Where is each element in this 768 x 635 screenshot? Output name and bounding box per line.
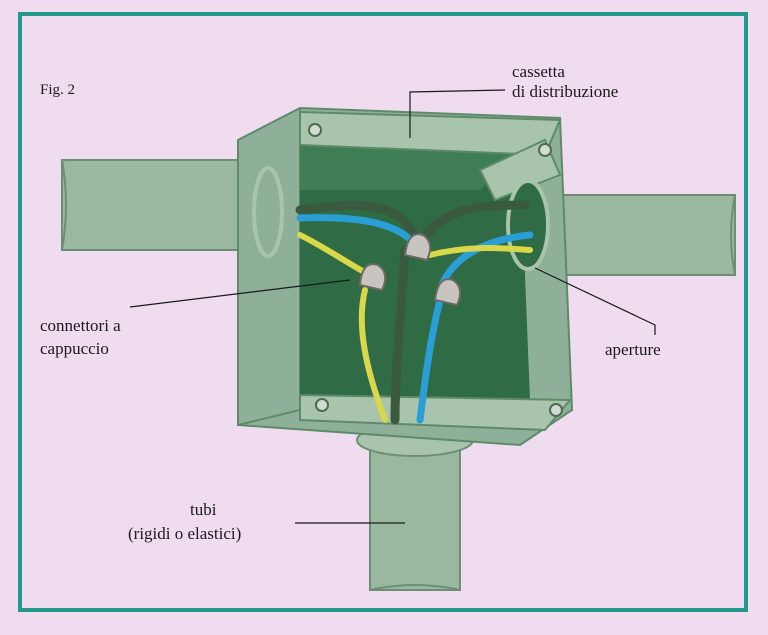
figure-frame <box>18 12 748 612</box>
label-cassetta-line2: di distribuzione <box>512 82 619 101</box>
bottom-pipe <box>356 423 474 591</box>
cap-connectors <box>358 233 462 307</box>
leader-lines <box>129 89 656 524</box>
label-tubi-line1: tubi <box>190 500 217 519</box>
label-connettori-line2: cappuccio <box>40 339 109 358</box>
left-pipe <box>61 159 285 261</box>
wires <box>295 200 534 425</box>
label-cassetta-line1: cassetta <box>512 62 565 81</box>
label-connettori-line1: connettori a <box>40 316 121 335</box>
right-pipe <box>554 194 736 276</box>
figure-label: Fig. 2 <box>40 82 76 98</box>
label-aperture: aperture <box>605 340 661 359</box>
label-tubi-line2: (rigidi o elastici) <box>128 524 242 543</box>
